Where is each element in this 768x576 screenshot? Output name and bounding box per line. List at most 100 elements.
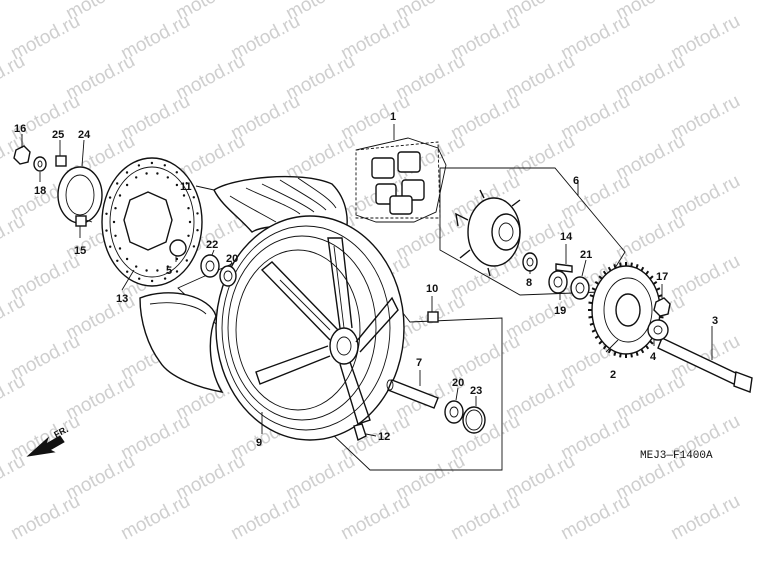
watermark-text: motod.ru bbox=[0, 0, 29, 24]
sprocket-tooth bbox=[591, 287, 597, 291]
sprocket-tooth bbox=[640, 348, 645, 354]
disc-hole bbox=[156, 172, 159, 175]
callout-4: 4 bbox=[650, 351, 657, 363]
sprocket-tooth bbox=[613, 264, 617, 269]
sprocket-tooth bbox=[655, 287, 661, 291]
sprocket-tooth bbox=[588, 315, 593, 319]
front-arrow-icon bbox=[26, 435, 65, 457]
seal-20-left bbox=[219, 265, 237, 287]
callout-numbers: 1 2 3 4 5 6 7 8 9 10 11 12 13 14 15 16 1… bbox=[14, 111, 718, 449]
disc-hole bbox=[118, 247, 122, 250]
disc-hole bbox=[192, 196, 195, 199]
flange-24 bbox=[57, 166, 103, 224]
sprocket-tooth bbox=[649, 275, 654, 280]
nut-17 bbox=[653, 297, 671, 317]
driven-sprocket bbox=[591, 265, 661, 355]
disc-hole bbox=[137, 164, 141, 167]
disc-hole bbox=[156, 269, 159, 272]
bearing-19 bbox=[548, 270, 568, 294]
disc-hole bbox=[135, 265, 138, 268]
wheel-rim bbox=[215, 215, 405, 441]
disc-hole bbox=[114, 234, 117, 237]
washer-18 bbox=[33, 156, 47, 172]
disc-hole bbox=[166, 265, 169, 268]
callout-8: 8 bbox=[526, 277, 532, 289]
watermark-text: motod.ru bbox=[7, 491, 83, 545]
callout-23: 23 bbox=[470, 385, 482, 397]
callout-17: 17 bbox=[656, 271, 668, 283]
leader-lines bbox=[21, 124, 713, 437]
disc-hole bbox=[175, 171, 178, 174]
watermark-text: motod.ru bbox=[667, 491, 743, 545]
sprocket-tooth bbox=[619, 262, 622, 267]
seal-21 bbox=[570, 276, 590, 300]
nut-16 bbox=[13, 145, 31, 165]
bearing-22 bbox=[200, 254, 220, 278]
callout-11: 11 bbox=[180, 181, 192, 193]
disc-hole bbox=[185, 182, 188, 185]
callout-7: 7 bbox=[416, 357, 422, 369]
sprocket-tooth bbox=[657, 294, 663, 298]
disc-hole bbox=[185, 259, 188, 262]
sprocket-tooth bbox=[598, 340, 603, 345]
disc-hole bbox=[182, 194, 186, 197]
callout-12: 12 bbox=[378, 431, 390, 443]
sprocket-tooth bbox=[635, 264, 639, 269]
disc-hole bbox=[145, 269, 148, 272]
callout-19: 19 bbox=[554, 305, 566, 317]
callout-2: 2 bbox=[610, 369, 616, 381]
seal-20-right bbox=[444, 400, 464, 424]
disc-hole bbox=[116, 182, 119, 185]
disc-hole bbox=[126, 270, 129, 273]
disc-hole bbox=[105, 212, 108, 215]
sprocket-tooth bbox=[589, 322, 595, 326]
callout-20-left: 20 bbox=[226, 253, 238, 265]
diagram-code: MEJ3—F1400A bbox=[640, 450, 713, 462]
callout-6: 6 bbox=[573, 175, 579, 187]
collar-4 bbox=[647, 319, 669, 341]
disc-hole bbox=[166, 176, 169, 179]
disc-hole bbox=[163, 164, 166, 167]
callout-22: 22 bbox=[206, 239, 218, 251]
disc-hole bbox=[118, 194, 122, 197]
watermark-text: motod.ru bbox=[447, 491, 523, 545]
bolt-25 bbox=[55, 155, 67, 167]
callout-18: 18 bbox=[34, 185, 46, 197]
stud-14 bbox=[555, 263, 573, 273]
sprocket-tooth bbox=[640, 266, 645, 272]
disc-hole bbox=[196, 212, 199, 215]
callout-13: 13 bbox=[116, 293, 128, 305]
pin-10 bbox=[427, 311, 439, 323]
collar-5 bbox=[169, 239, 187, 257]
callout-5: 5 bbox=[166, 265, 172, 277]
disc-hole bbox=[187, 207, 190, 210]
sprocket-tooth bbox=[591, 329, 597, 333]
sprocket-tooth bbox=[589, 294, 595, 298]
disc-hole bbox=[114, 207, 117, 210]
watermark-text: motod.ru bbox=[557, 491, 633, 545]
disc-hole bbox=[116, 259, 119, 262]
sprocket-tooth bbox=[602, 345, 607, 350]
brake-disc-holes bbox=[105, 161, 199, 283]
watermark-text: motod.ru bbox=[227, 491, 303, 545]
disc-hole bbox=[145, 172, 148, 175]
disc-hole bbox=[175, 270, 179, 273]
sprocket-tooth bbox=[594, 280, 600, 285]
disc-hole bbox=[105, 229, 108, 232]
callout-1: 1 bbox=[390, 111, 396, 123]
sprocket-tooth bbox=[635, 351, 639, 356]
bolt-15 bbox=[75, 215, 93, 227]
bearing-8 bbox=[522, 252, 538, 272]
sprocket-tooth bbox=[598, 275, 603, 280]
disc-hole bbox=[125, 183, 129, 187]
valve-12 bbox=[353, 423, 367, 442]
disc-hole bbox=[108, 196, 112, 199]
brake-disc bbox=[101, 157, 203, 287]
callout-9: 9 bbox=[256, 437, 262, 449]
disc-hole bbox=[175, 183, 179, 187]
callout-15: 15 bbox=[74, 245, 86, 257]
callout-20-right: 20 bbox=[452, 377, 464, 389]
disc-hole bbox=[109, 245, 112, 248]
sprocket-tooth bbox=[613, 351, 617, 356]
